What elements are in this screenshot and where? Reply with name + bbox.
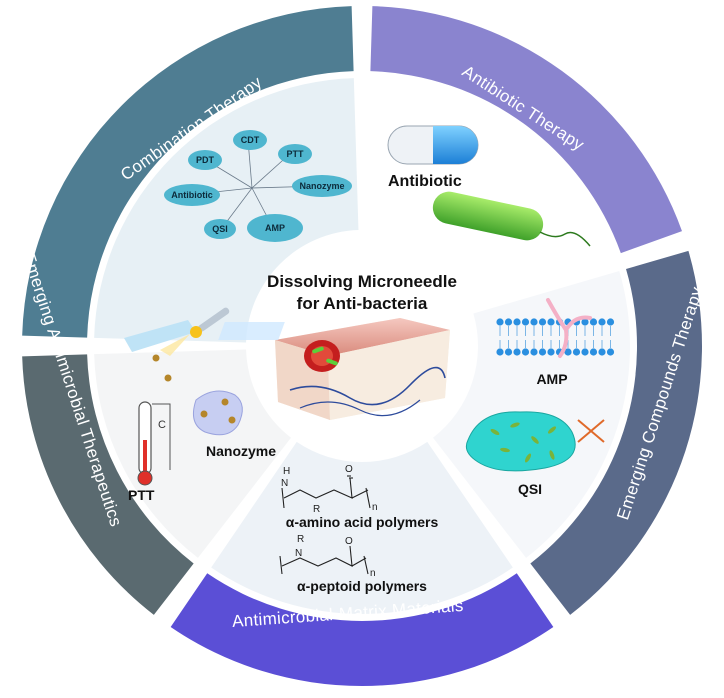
nanozyme-label: Nanozyme — [206, 443, 276, 459]
lipid-membrane-icon — [496, 318, 615, 356]
lipid-head — [606, 348, 615, 356]
chem-subscript-n1: n — [372, 502, 378, 513]
lipid-head — [504, 348, 513, 356]
lipid-head — [496, 348, 504, 356]
node-amp-label: AMP — [265, 223, 285, 233]
lipid-head — [589, 348, 598, 356]
lipid-head — [538, 348, 547, 356]
lipid-head — [530, 318, 538, 326]
chem-atom-n1: N — [281, 478, 288, 489]
antibiotic-label: Antibiotic — [388, 173, 462, 190]
node-cdt — [233, 130, 267, 150]
node-pdt-label: PDT — [196, 155, 215, 165]
lipid-head — [606, 318, 615, 326]
thermometer-icon: C — [137, 401, 171, 486]
ring-segment-antibiotic — [370, 6, 682, 254]
center-title-line2: for Anti-bacteria — [297, 294, 428, 313]
nanozyme-icon — [193, 390, 243, 436]
node-ptt — [278, 144, 312, 164]
peptide-icon — [546, 298, 592, 358]
node-nanozyme-label: Nanozyme — [299, 181, 344, 191]
ptt-label: PTT — [128, 487, 155, 503]
polymer-label-peptoid: α-peptoid polymers — [297, 578, 427, 594]
lipid-head — [538, 318, 547, 326]
chem-atom-r1: R — [313, 504, 320, 515]
cross-icon — [577, 419, 605, 443]
lipid-head — [564, 348, 572, 356]
node-pdt — [188, 150, 222, 170]
skin-microneedle-icon — [218, 318, 450, 420]
capsule-icon — [387, 125, 479, 165]
amino-acid-polymer-structure — [281, 475, 371, 509]
lipid-head — [589, 318, 598, 326]
ring-segment-emerging-antimicrobial — [22, 354, 194, 615]
node-qsi — [204, 219, 236, 239]
node-nanozyme — [292, 175, 352, 197]
node-ptt-label: PTT — [287, 149, 305, 159]
lipid-head — [547, 318, 555, 326]
combination-node-cluster: CDT PDT PTT Nanozyme Antibiotic QSI AMP — [164, 130, 352, 242]
amp-label: AMP — [536, 371, 567, 387]
lipid-head — [598, 348, 606, 356]
thermometer-unit-label: C — [158, 419, 166, 431]
outer-ring — [22, 6, 702, 686]
ring-segment-combination — [22, 6, 354, 338]
node-antibiotic — [164, 184, 220, 206]
lipid-head — [581, 348, 589, 356]
inner-sector-matrix — [211, 441, 513, 614]
lipid-head — [504, 318, 513, 326]
lipid-head — [521, 348, 530, 356]
node-qsi-label: QSI — [212, 224, 228, 234]
lipid-head — [598, 318, 606, 326]
node-antibiotic-label: Antibiotic — [171, 190, 213, 200]
ring-segment-matrix — [170, 573, 554, 686]
polymer-label-amino: α-amino acid polymers — [286, 514, 439, 530]
center-title-line1: Dissolving Microneedle — [267, 272, 457, 291]
ring-segment-emerging-compounds — [530, 250, 702, 615]
lipid-head — [513, 348, 521, 356]
light-irradiation-icon — [124, 307, 230, 382]
qsi-label: QSI — [518, 481, 542, 497]
lipid-head — [513, 318, 521, 326]
chem-atom-r2: R — [297, 534, 304, 545]
lipid-head — [530, 348, 538, 356]
chem-subscript-n2: n — [370, 568, 376, 579]
lipid-head — [496, 318, 504, 326]
lipid-head — [581, 318, 589, 326]
lipid-head — [572, 348, 581, 356]
lipid-head — [521, 318, 530, 326]
chem-atom-h: H — [283, 466, 290, 477]
chem-atom-o1: O — [345, 464, 353, 475]
node-amp — [247, 214, 303, 242]
chem-atom-o2: O — [345, 536, 353, 547]
peptoid-polymer-structure — [279, 545, 369, 575]
lipid-head — [547, 348, 555, 356]
chem-atom-n2: N — [295, 548, 302, 559]
biofilm-icon — [465, 411, 576, 472]
node-cdt-label: CDT — [241, 135, 260, 145]
bacterium-icon — [432, 191, 591, 247]
